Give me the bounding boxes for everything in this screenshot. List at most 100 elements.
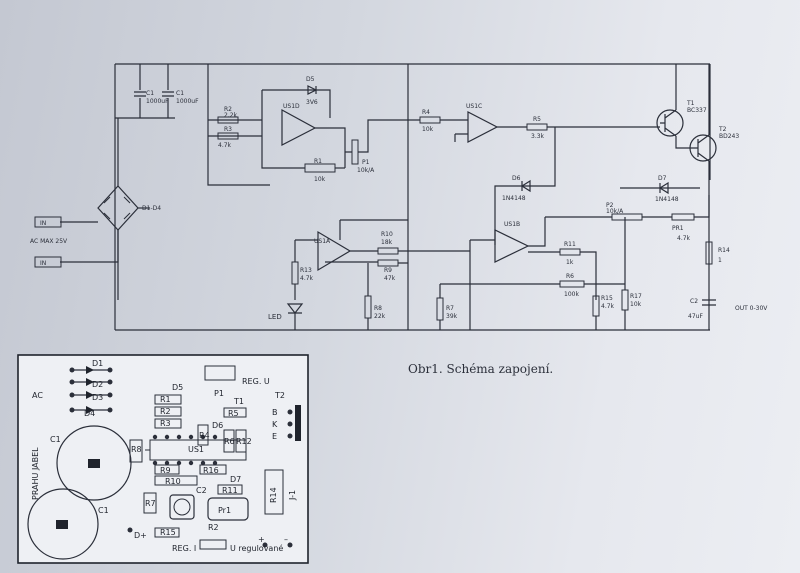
output-label: OUT 0-30V (735, 305, 768, 312)
pcb-r12: R12 (236, 437, 252, 446)
r13-value: 4.7k (300, 275, 314, 282)
figure-caption: Obr1. Schéma zapojení. (408, 362, 554, 376)
c1-value: 1000uF (146, 98, 169, 105)
pcb-r10: R10 (165, 477, 181, 486)
us1a-ref: US1A (314, 238, 331, 245)
r1-value: 10k (314, 176, 326, 183)
c1-ref: C1 (146, 90, 154, 97)
p2-value: 10k/A (606, 208, 624, 215)
us1d-ref: US1D (283, 103, 300, 110)
c1b-value: 1000uF (176, 98, 199, 105)
bridge-ref: D1-D4 (142, 205, 161, 212)
pcb-k: K (272, 420, 278, 429)
r5-value: 3.3k (531, 133, 545, 140)
pcb-plus: + (258, 535, 265, 544)
r3-ref: R3 (224, 126, 232, 133)
pcb-r15: R15 (160, 528, 176, 537)
pcb-p1: P1 (214, 389, 224, 398)
pcb-u-reg: U regulované (230, 543, 283, 553)
r7-value: 39k (446, 313, 458, 320)
p1-ref: P1 (362, 159, 370, 166)
pcb-j1: J-1 (288, 490, 297, 501)
pcb-layout: AC D1 D2 D3 D4 C1 C1 PRAHU JABEL D5 P1 R… (17, 354, 309, 564)
r13-ref: R13 (300, 267, 312, 274)
pcb-d2: D2 (92, 380, 103, 389)
d5-value: 3V6 (306, 99, 318, 106)
r2-ref: R2 (224, 106, 232, 113)
c2-value: 47uF (688, 313, 703, 320)
r9-ref: R9 (384, 267, 392, 274)
pcb-e: E (272, 432, 277, 441)
pcb-c1a: C1 (50, 435, 61, 444)
r17-ref: R17 (630, 293, 642, 300)
r10-ref: R10 (381, 231, 393, 238)
ac-pin-2: IN (40, 260, 46, 267)
r6-ref: R6 (566, 273, 574, 280)
d7-ref: D7 (658, 175, 667, 182)
pcb-minus: – (284, 535, 288, 544)
pcb-r16: R16 (203, 466, 219, 475)
r5-ref: R5 (533, 116, 541, 123)
t2-ref: T2 (718, 126, 727, 133)
d6-value: 1N4148 (502, 195, 526, 202)
pcb-r4: R4 (199, 431, 210, 440)
d7-value: 1N4148 (655, 196, 679, 203)
pcb-c1b: C1 (98, 506, 109, 515)
pcb-ac-label: AC (32, 391, 43, 400)
pcb-reg-i: REG. I (172, 544, 196, 553)
r9-value: 47k (384, 275, 396, 282)
t2-value: BD243 (719, 133, 739, 140)
r17-value: 10k (630, 301, 642, 308)
c1b-ref: C1 (176, 90, 184, 97)
pcb-r5: R5 (228, 409, 239, 418)
pr1-ref: PR1 (672, 225, 684, 232)
r11-ref: R11 (564, 241, 576, 248)
ac-pin-1: IN (40, 220, 46, 227)
pcb-r1: R1 (160, 395, 171, 404)
r14-ref: R14 (718, 247, 730, 254)
r8-ref: R8 (374, 305, 382, 312)
pcb-pr1: Pr1 (218, 506, 231, 515)
c2-ref: C2 (690, 298, 698, 305)
pcb-d3: D3 (92, 393, 103, 402)
r15-value: 4.7k (601, 303, 615, 310)
d6-ref: D6 (512, 175, 521, 182)
pcb-r11: R11 (222, 486, 238, 495)
pcb-d7: D7 (230, 475, 241, 484)
r11-value: 1k (566, 259, 574, 266)
pcb-r9: R9 (160, 466, 171, 475)
pcb-t1: T1 (233, 397, 244, 406)
r15-ref: R15 (601, 295, 613, 302)
pcb-side-label: PRAHU JABEL (31, 447, 40, 500)
p1-value: 10k/A (357, 167, 375, 174)
r10-value: 18k (381, 239, 393, 246)
pr1-value: 4.7k (677, 235, 691, 242)
pcb-r3: R3 (160, 419, 171, 428)
pcb-us1: US1 (188, 445, 204, 454)
r14-value: 1 (718, 257, 722, 264)
r2-value: 2.2k (224, 112, 238, 119)
p2-ref: P2 (606, 202, 614, 209)
pcb-r2b: R2 (208, 523, 219, 532)
pcb-reg-u: REG. U (242, 377, 270, 386)
t1-ref: T1 (686, 100, 695, 107)
t1-value: BC337 (687, 107, 707, 114)
pcb-d6: D6 (212, 421, 223, 430)
pcb-r6: R6 (224, 437, 235, 446)
pcb-r14: R14 (269, 487, 278, 503)
pcb-r8: R8 (131, 445, 142, 454)
pcb-d4: D4 (84, 409, 95, 418)
ac-input-label: AC MAX 25V (30, 238, 68, 245)
r7-ref: R7 (446, 305, 454, 312)
r6-value: 100k (564, 291, 579, 298)
r1-ref: R1 (314, 158, 322, 165)
r3-value: 4.7k (218, 142, 232, 149)
r4-ref: R4 (422, 109, 430, 116)
pcb-d5: D5 (172, 383, 183, 392)
pcb-c2: C2 (196, 486, 207, 495)
led-label: LED (268, 313, 282, 321)
r8-value: 22k (374, 313, 386, 320)
r4-value: 10k (422, 126, 434, 133)
